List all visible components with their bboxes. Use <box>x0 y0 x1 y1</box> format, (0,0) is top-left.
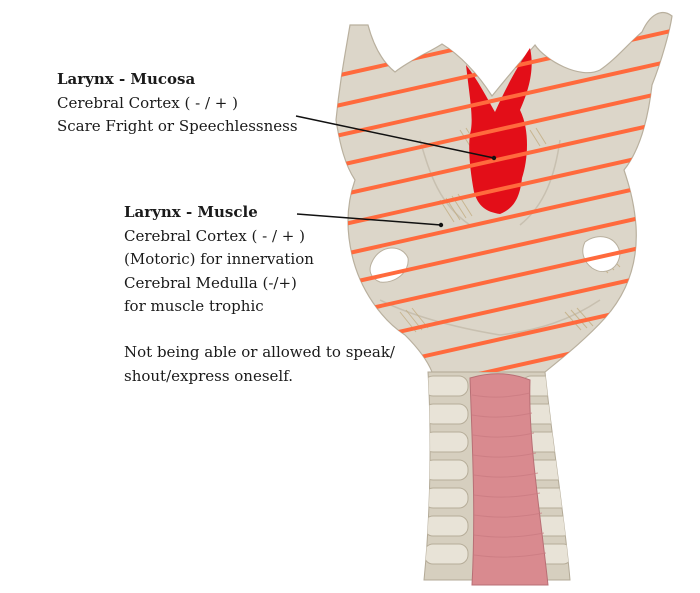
muscle-title: Larynx - Muscle <box>124 203 258 221</box>
muscle-leader-line <box>296 213 442 226</box>
mucosa-leader-dot <box>491 155 497 161</box>
mucosa-line: Cerebral Cortex ( - / + ) <box>57 93 238 112</box>
muscle-leader-dot <box>438 222 444 228</box>
mucosa-leader-line <box>295 115 495 159</box>
conflict-note: Not being able or allowed to speak/ shou… <box>124 341 395 388</box>
larynx <box>335 11 673 373</box>
mucosa-label: Larynx - Mucosa Cerebral Cortex ( - / + … <box>57 68 298 139</box>
mucosa-line: Scare Fright or Speechlessness <box>57 117 298 135</box>
muscle-line: Cerebral Medulla (-/+) <box>124 273 297 292</box>
muscle-line: for muscle trophic <box>124 297 264 315</box>
muscle-line: (Motoric) for innervation <box>124 250 314 268</box>
foramen-right <box>582 236 621 272</box>
note-line: shout/express oneself. <box>124 366 294 385</box>
note-line: Not being able or allowed to speak/ <box>124 343 395 361</box>
trachea <box>423 371 571 586</box>
trachea-lumen-folds <box>471 392 547 558</box>
mucosa-title: Larynx - Mucosa <box>57 70 196 88</box>
muscle-label: Larynx - Muscle Cerebral Cortex ( - / + … <box>124 201 314 319</box>
muscle-line: Cerebral Cortex ( - / + ) <box>124 226 305 245</box>
